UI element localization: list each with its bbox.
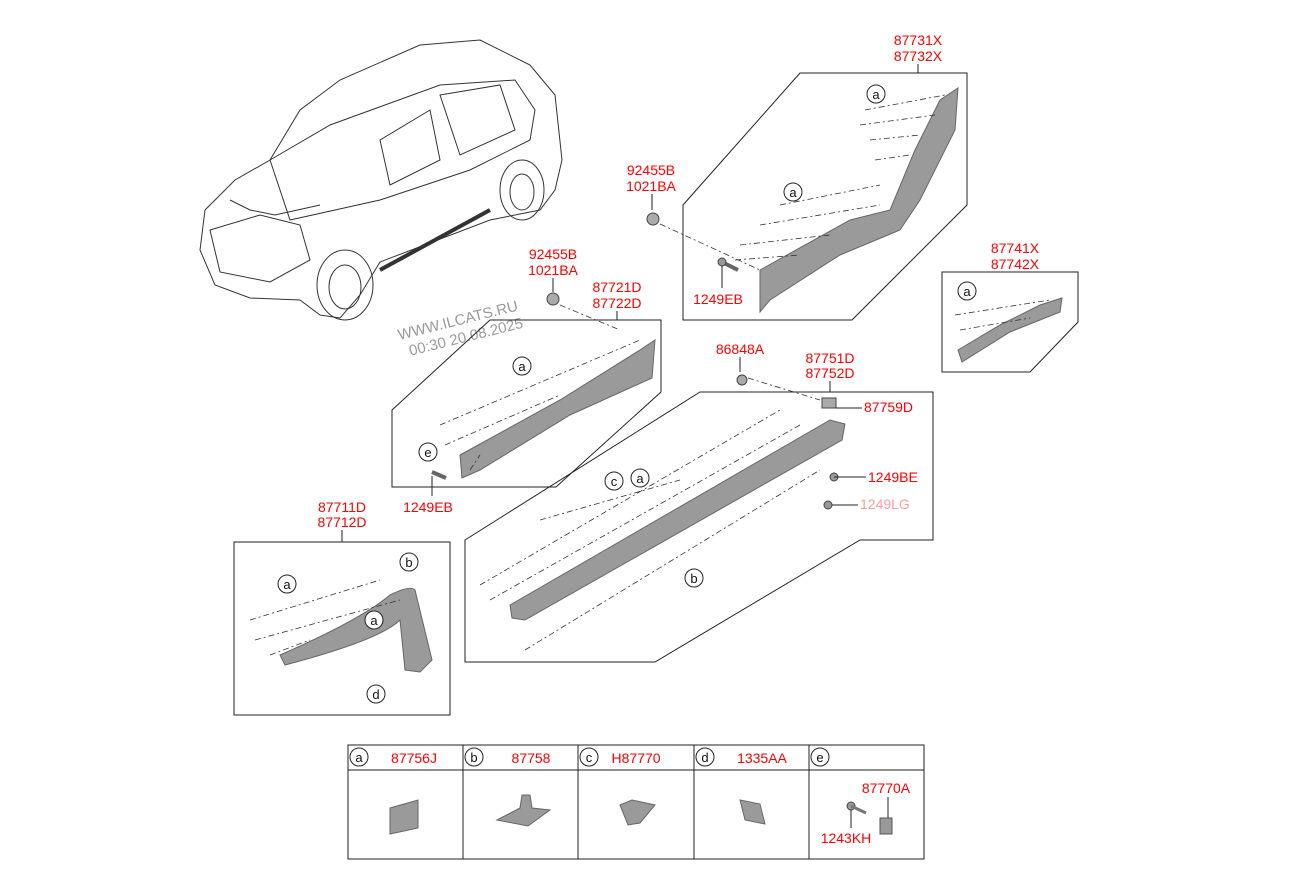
label-87732X[interactable]: 87732X bbox=[894, 48, 943, 64]
nut-icon bbox=[546, 292, 560, 306]
legend-part[interactable]: 87758 bbox=[512, 750, 551, 766]
label-87712D[interactable]: 87712D bbox=[317, 514, 366, 530]
callout-a: a bbox=[963, 284, 971, 299]
callout-a: a bbox=[370, 613, 378, 628]
side-sill-box bbox=[464, 391, 934, 663]
front-door-molding[interactable] bbox=[459, 339, 656, 479]
label-1249EB[interactable]: 1249EB bbox=[693, 291, 743, 307]
callout-a: a bbox=[636, 471, 644, 486]
legend-letter: e bbox=[816, 750, 823, 765]
legend-cell-c[interactable]: c H87770 bbox=[579, 747, 661, 826]
label-1249BE[interactable]: 1249BE bbox=[868, 469, 918, 485]
label-87731X[interactable]: 87731X bbox=[894, 32, 943, 48]
legend-subpart-87770A[interactable]: 87770A bbox=[862, 780, 911, 796]
front-door-box bbox=[391, 319, 662, 488]
rear-panel-box bbox=[941, 271, 1079, 373]
legend-cell-e[interactable]: e 87770A 1243KH bbox=[810, 747, 911, 846]
callout-b: b bbox=[690, 571, 697, 586]
rear-arch-molding[interactable] bbox=[759, 87, 959, 314]
callout-e: e bbox=[424, 445, 431, 460]
watermark: WWW.ILCATS.RU 00:30 20.08.2025 bbox=[396, 298, 525, 360]
label-87759D[interactable]: 87759D bbox=[864, 399, 913, 415]
legend-letter: b bbox=[470, 750, 477, 765]
callout-d: d bbox=[372, 687, 379, 702]
side-sill-molding[interactable] bbox=[509, 419, 846, 621]
label-87721D[interactable]: 87721D bbox=[592, 279, 641, 295]
label-1021BA[interactable]: 1021BA bbox=[626, 178, 676, 194]
legend-letter: c bbox=[586, 750, 593, 765]
callout-a: a bbox=[789, 185, 797, 200]
label-1021BA[interactable]: 1021BA bbox=[528, 262, 578, 278]
legend-cell-d[interactable]: d 1335AA bbox=[695, 747, 788, 825]
front-arch-box bbox=[233, 541, 451, 716]
legend-part[interactable]: 87756J bbox=[391, 750, 437, 766]
label-87752D[interactable]: 87752D bbox=[805, 365, 854, 381]
label-87742X[interactable]: 87742X bbox=[991, 256, 1040, 272]
label-1249EB[interactable]: 1249EB bbox=[403, 499, 453, 515]
legend-cell-b[interactable]: b 87758 bbox=[464, 747, 552, 827]
label-87751D[interactable]: 87751D bbox=[805, 350, 854, 366]
rear-quarter-molding[interactable] bbox=[957, 297, 1063, 363]
legend-letter: a bbox=[355, 750, 363, 765]
legend-part[interactable]: H87770 bbox=[611, 750, 660, 766]
label-92455B[interactable]: 92455B bbox=[529, 246, 577, 262]
nut-icon bbox=[646, 212, 660, 226]
callout-a: a bbox=[872, 87, 880, 102]
legend-table bbox=[347, 744, 925, 860]
car-illustration bbox=[199, 39, 563, 321]
legend-part[interactable]: 1335AA bbox=[737, 750, 787, 766]
callout-a: a bbox=[283, 577, 291, 592]
legend-subpart-1243KH[interactable]: 1243KH bbox=[821, 830, 872, 846]
rear-arch-box bbox=[682, 72, 968, 321]
front-arch-molding[interactable] bbox=[279, 587, 433, 673]
callout-a: a bbox=[518, 359, 526, 374]
callout-c: c bbox=[611, 474, 618, 489]
label-87741X[interactable]: 87741X bbox=[991, 240, 1040, 256]
label-86848A[interactable]: 86848A bbox=[716, 341, 765, 357]
callout-b: b bbox=[405, 555, 412, 570]
label-92455B[interactable]: 92455B bbox=[627, 162, 675, 178]
legend-cell-a[interactable]: a 87756J bbox=[349, 747, 437, 835]
legend-letter: d bbox=[701, 750, 708, 765]
label-87711D[interactable]: 87711D bbox=[318, 499, 366, 515]
label-87722D[interactable]: 87722D bbox=[592, 295, 641, 311]
label-1249LG[interactable]: 1249LG bbox=[860, 496, 910, 512]
